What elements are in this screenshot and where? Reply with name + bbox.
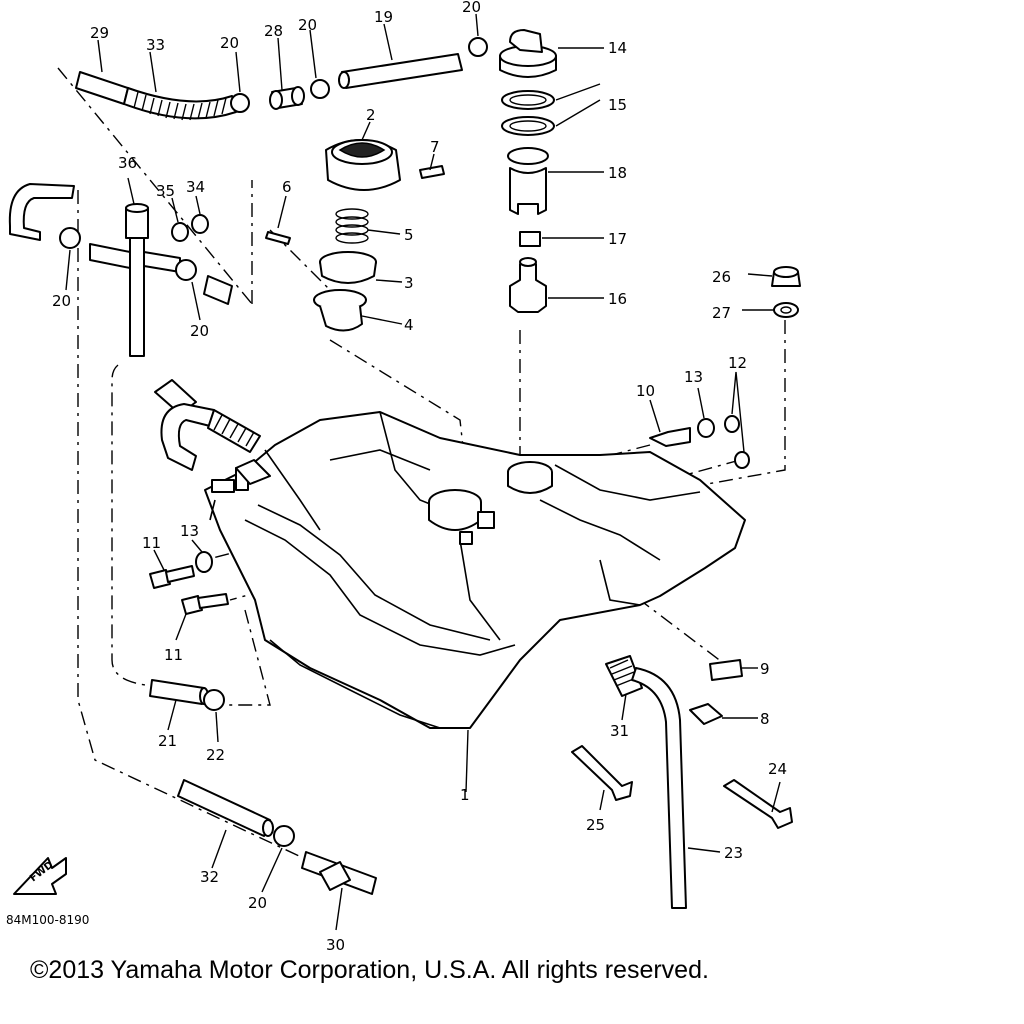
- clamp-20-e: [175, 259, 197, 281]
- callout-20: 20: [248, 894, 267, 912]
- clamp-20-f: [273, 825, 295, 847]
- callout-35: 35: [156, 182, 175, 200]
- callout-29: 29: [90, 24, 109, 42]
- callout-8: 8: [760, 710, 770, 728]
- bottom-fittings: [149, 679, 377, 895]
- leader-lines: [65, 13, 781, 931]
- filler-cap-group: [265, 139, 445, 332]
- washer-13-a: [195, 551, 213, 573]
- bolt-11-a: [149, 569, 171, 589]
- callout-25: 25: [586, 816, 605, 834]
- strap-24: [723, 779, 793, 829]
- washer-27: [773, 302, 799, 318]
- callout-16: 16: [608, 290, 627, 308]
- washer-12-b: [734, 451, 750, 469]
- nut-35: [171, 222, 189, 242]
- hose-curved: [8, 183, 75, 241]
- hose-23: [631, 667, 687, 909]
- callout-23: 23: [724, 844, 743, 862]
- callout-14: 14: [608, 39, 627, 57]
- drain-hose: [605, 655, 687, 909]
- clamp-20-c: [468, 37, 488, 57]
- callout-15: 15: [608, 96, 627, 114]
- callout-20: 20: [298, 16, 317, 34]
- vent-hose-assembly: [75, 37, 488, 121]
- fuel-cock-group: [8, 183, 233, 357]
- gasket-15-a: [501, 90, 555, 110]
- plug-9: [709, 659, 743, 681]
- callout-28: 28: [264, 22, 283, 40]
- pin-6: [265, 231, 291, 245]
- callout-18: 18: [608, 164, 627, 182]
- callout-33: 33: [146, 36, 165, 54]
- callout-6: 6: [282, 178, 292, 196]
- callout-1: 1: [460, 786, 470, 804]
- diagram-code: 84M100-8190: [6, 913, 89, 927]
- sender-16: [509, 263, 547, 313]
- forward-arrow: FWD: [13, 857, 67, 895]
- callout-21: 21: [158, 732, 177, 750]
- callout-2: 2: [366, 106, 376, 124]
- clamp-20-d: [59, 227, 81, 249]
- callout-31: 31: [610, 722, 629, 740]
- strap-25: [571, 745, 633, 801]
- hose-21: [149, 679, 205, 705]
- nut-34: [191, 214, 209, 234]
- spring-5: [335, 208, 369, 244]
- callout-20: 20: [220, 34, 239, 52]
- fuel-gauge-stack: [499, 29, 557, 313]
- breather-hoses: [154, 379, 271, 485]
- callout-10: 10: [636, 382, 655, 400]
- clip-8: [689, 703, 723, 725]
- callout-19: 19: [374, 8, 393, 26]
- callout-27: 27: [712, 304, 731, 322]
- callout-11: 11: [164, 646, 183, 664]
- callout-numbers: 29 33 20 28 20 19 20 14 15 18 17 16 2 7 …: [52, 0, 787, 954]
- pin-7: [419, 165, 445, 179]
- hose-19: [341, 53, 463, 89]
- callout-13: 13: [180, 522, 199, 540]
- callout-13: 13: [684, 368, 703, 386]
- straps: [571, 745, 793, 829]
- callout-34: 34: [186, 178, 205, 196]
- callout-3: 3: [404, 274, 414, 292]
- hose-32: [177, 779, 271, 837]
- washer-12-a: [724, 415, 740, 433]
- callout-32: 32: [200, 868, 219, 886]
- callout-20: 20: [462, 0, 481, 16]
- callout-24: 24: [768, 760, 787, 778]
- clip-17: [519, 231, 541, 247]
- bolt-11-b: [181, 595, 203, 615]
- corrugated-hose-33: [123, 87, 237, 120]
- washer-13-b: [697, 418, 715, 438]
- callout-7: 7: [430, 138, 440, 156]
- callout-11: 11: [142, 534, 161, 552]
- callout-5: 5: [404, 226, 414, 244]
- callout-12: 12: [728, 354, 747, 372]
- hardware: [149, 266, 801, 725]
- gasket-15-b: [501, 116, 555, 136]
- callout-22: 22: [206, 746, 225, 764]
- sleeve-18: [509, 167, 547, 215]
- hose-short: [203, 275, 233, 305]
- callout-4: 4: [404, 316, 414, 334]
- callout-17: 17: [608, 230, 627, 248]
- callout-30: 30: [326, 936, 345, 954]
- clamp-22: [203, 689, 225, 711]
- clamp-20-b: [310, 79, 330, 99]
- callout-36: 36: [118, 154, 137, 172]
- fuel-tank: [204, 411, 746, 729]
- callout-9: 9: [760, 660, 770, 678]
- callout-20: 20: [52, 292, 71, 310]
- callout-20: 20: [190, 322, 209, 340]
- clip-10: [649, 427, 691, 447]
- copyright-notice: ©2013 Yamaha Motor Corporation, U.S.A. A…: [30, 956, 709, 984]
- clamp-20-a: [230, 93, 250, 113]
- callout-26: 26: [712, 268, 731, 286]
